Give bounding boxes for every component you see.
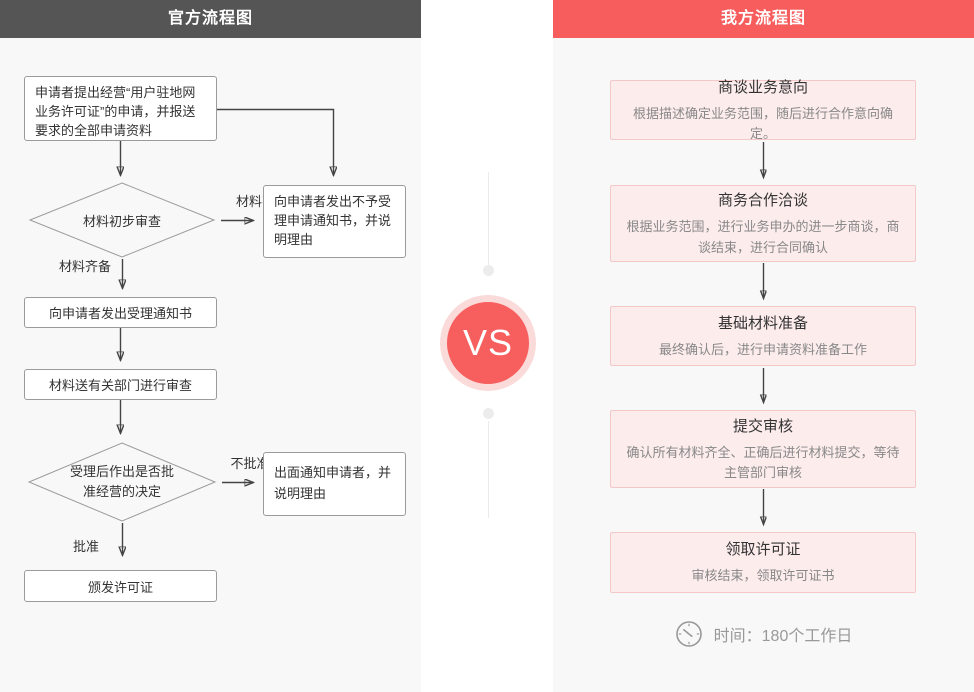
center-divider-bottom [488,421,489,518]
our-step-title: 提交审核 [732,417,793,435]
our-step-submit-review: 提交审核 确认所有材料齐全、正确后进行材料提交，等待主管部门审核 [610,410,916,488]
our-flow-title: 我方流程图 [553,0,974,38]
center-divider-dot-top [483,265,494,276]
time-note-row: 时间：180个工作日 [553,620,974,648]
our-step-title: 商谈业务意向 [717,78,808,96]
our-step-title: 领取许可证 [725,541,801,559]
flow-decision-initial-review: 材料初步审查 [82,214,161,229]
flow-node-issue-license: 颁发许可证 [24,570,217,602]
flow-node-inform-reject: 出面通知申请者，并说明理由 [263,452,406,516]
our-step-desc: 根据描述确定业务范围，随后进行合作意向确定。 [632,105,893,141]
edge-label-materials-complete: 材料齐备 [58,259,111,274]
our-step-desc: 审核结束，领取许可证书 [691,568,835,584]
our-step-business-intent: 商谈业务意向 根据描述确定业务范围，随后进行合作意向确定。 [610,79,916,141]
our-step-material-prep: 基础材料准备 最终确认后，进行申请资料准备工作 [610,306,916,366]
our-flow-connectors [553,142,974,692]
our-flow-panel: 我方流程图 商谈业务意向 根据描述确定业务范围，随后进行合作意向确定。 商务合作… [553,0,974,692]
our-step-desc: 根据业务范围，进行业务申办的进一步商谈，商谈结束，进行合同确认 [626,219,900,255]
edge-label-approved: 批准 [72,539,99,554]
center-divider-dot-bottom [483,408,494,419]
clock-icon [675,621,702,647]
official-flow-title: 官方流程图 [0,0,421,38]
our-step-get-license: 领取许可证 审核结束，领取许可证书 [610,532,916,593]
vs-label: VS [462,322,514,363]
our-step-desc: 最终确认后，进行申请资料准备工作 [658,341,867,357]
our-step-title: 基础材料准备 [717,314,808,332]
center-divider-top [488,172,489,266]
flow-node-reject-notice: 向申请者发出不予受理申请通知书，并说明理由 [263,185,406,258]
our-step-cooperation-talk: 商务合作洽谈 根据业务范围，进行业务申办的进一步商谈，商谈结束，进行合同确认 [610,185,916,262]
our-step-title: 商务合作洽谈 [717,192,808,210]
time-note-text: 时间：180个工作日 [713,628,853,645]
flow-node-apply: 申请者提出经营“用户驻地网业务许可证”的申请，并报送要求的全部申请资料 [24,76,217,141]
flow-node-accept-notice: 向申请者发出受理通知书 [24,297,217,328]
flow-decision-approval: 受理后作出是否批准经营的决定 [69,464,174,499]
edge-label-not-approved: 不批准 [230,456,270,471]
vs-badge: VS [440,295,536,391]
official-flow-connectors [27,108,421,692]
flow-node-dept-review: 材料送有关部门进行审查 [24,369,217,400]
our-step-desc: 确认所有材料齐全、正确后进行材料提交，等待主管部门审核 [626,444,900,480]
official-flow-panel: 官方流程图 申请者提出经营“用户驻地网业务许可证”的申请，并报送要求的全部申请资… [0,0,421,692]
